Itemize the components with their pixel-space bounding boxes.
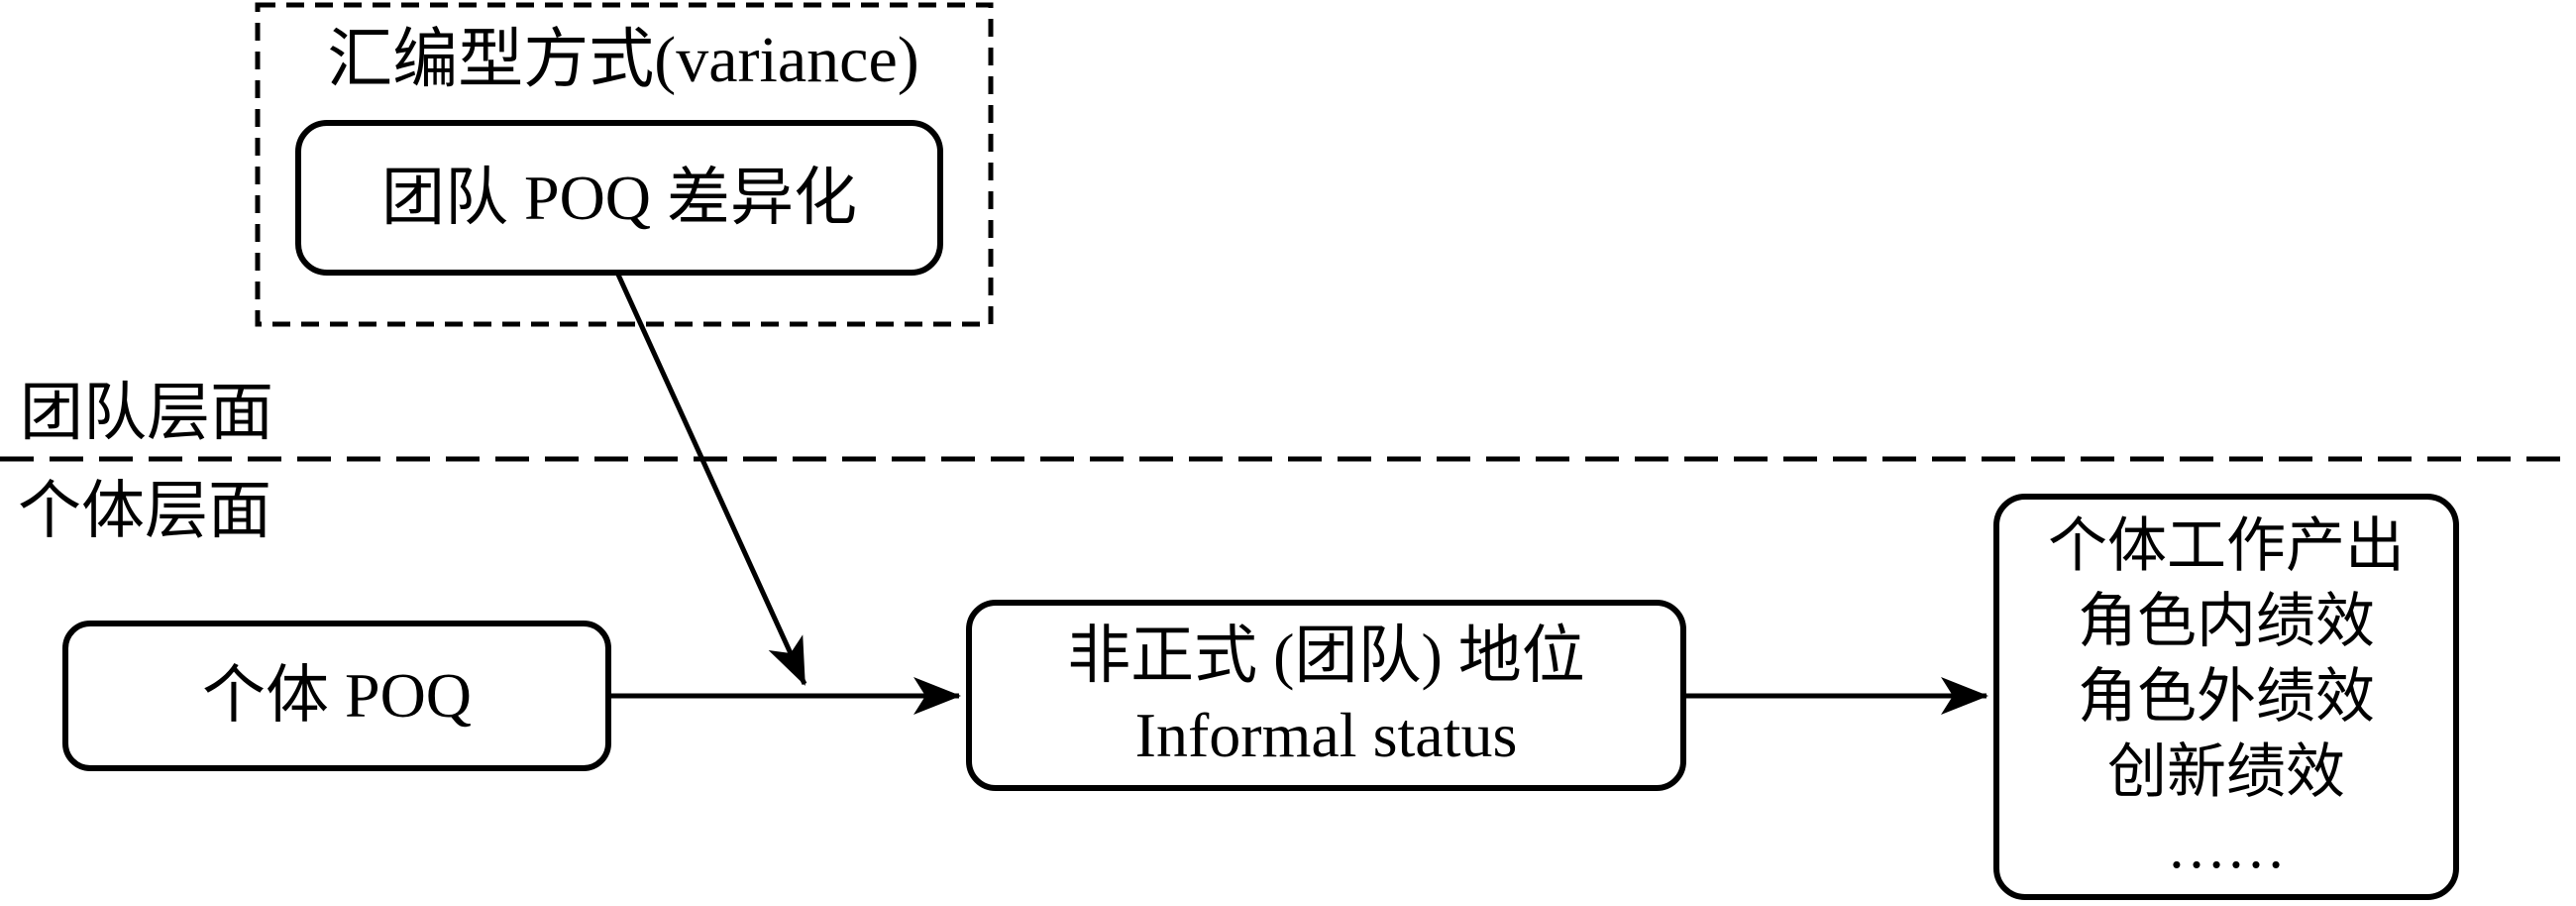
- individual-poq-box: 个体 POQ: [62, 621, 611, 771]
- team-level-label: 团队层面: [20, 378, 273, 448]
- team-poq-differentiation-label: 团队 POQ 差异化: [380, 162, 858, 233]
- outcome-line-extra-role-performance: 角色外绩效: [2078, 663, 2375, 730]
- outcomes-box: 个体工作产出 角色内绩效 角色外绩效 创新绩效 ……: [1993, 494, 2459, 900]
- outcome-line-in-role-performance: 角色内绩效: [2078, 588, 2375, 654]
- variance-group-dashed-border: [255, 2, 994, 327]
- informal-status-line-en: Informal status: [1134, 699, 1518, 770]
- outcome-line-innovation-performance: 创新绩效: [2107, 739, 2345, 806]
- outcome-line-work-output: 个体工作产出: [2048, 512, 2405, 579]
- team-poq-differentiation-box: 团队 POQ 差异化: [295, 120, 943, 276]
- informal-status-line-cn: 非正式 (团队) 地位: [1067, 620, 1585, 691]
- variance-group-title: 汇编型方式(variance): [327, 24, 919, 96]
- individual-poq-label: 个体 POQ: [201, 660, 473, 732]
- arrow-moderation-team-poq: [615, 273, 807, 686]
- outcome-line-ellipsis: ……: [2167, 815, 2286, 881]
- informal-status-box: 非正式 (团队) 地位 Informal status: [966, 600, 1686, 791]
- individual-level-label: 个体层面: [18, 476, 271, 546]
